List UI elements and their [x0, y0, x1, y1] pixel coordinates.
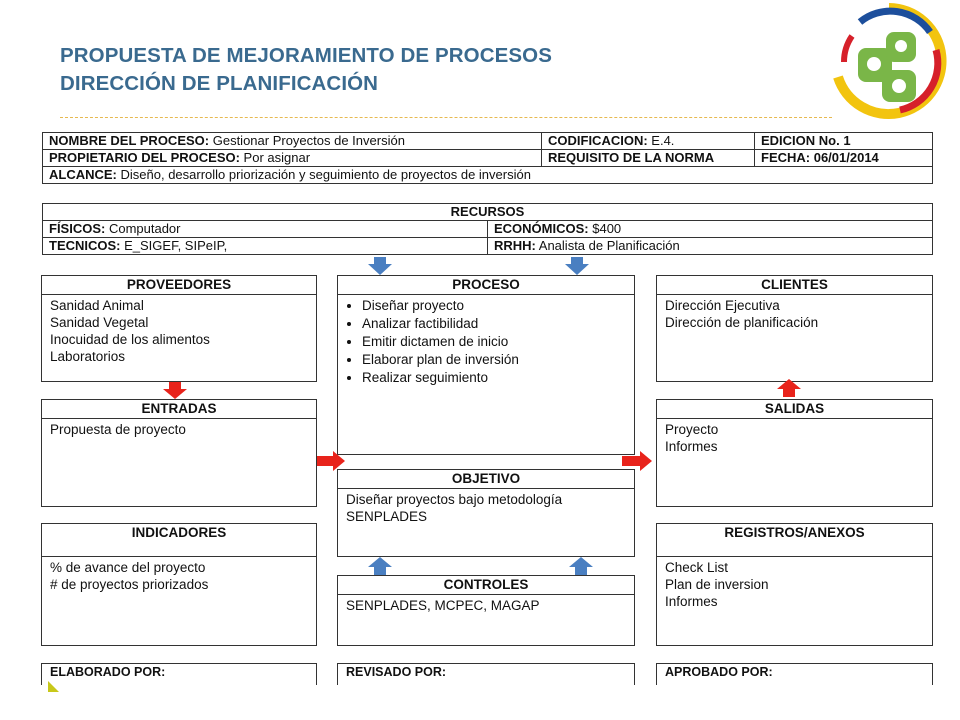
controles-header: CONTROLES	[338, 576, 634, 595]
list-item: Sanidad Animal	[50, 298, 144, 313]
blue-down-arrow-icon	[565, 257, 589, 275]
list-item: Realizar seguimiento	[362, 369, 634, 387]
page-title: PROPUESTA DE MEJORAMIENTO DE PROCESOS DI…	[60, 42, 552, 98]
registros-box: REGISTROS/ANEXOS Check List Plan de inve…	[656, 523, 933, 646]
list-item: Dirección Ejecutiva	[665, 298, 780, 313]
blue-up-arrow-icon	[368, 557, 392, 575]
revisado-por: REVISADO POR:	[337, 663, 635, 685]
recursos-table: RECURSOS FÍSICOS: Computador ECONÓMICOS:…	[42, 203, 933, 255]
list-item: Laboratorios	[50, 349, 126, 364]
indicadores-header: INDICADORES	[42, 524, 316, 557]
list-item: Check List	[665, 560, 729, 575]
recursos-header: RECURSOS	[42, 203, 933, 221]
red-down-arrow-icon	[163, 382, 187, 399]
title-line-1: PROPUESTA DE MEJORAMIENTO DE PROCESOS	[60, 44, 552, 67]
agency-logo	[833, 3, 947, 119]
list-item: Inocuidad de los alimentos	[50, 332, 210, 347]
list-item: Analizar factibilidad	[362, 315, 634, 333]
proveedores-box: PROVEEDORES Sanidad Animal Sanidad Veget…	[41, 275, 317, 382]
proveedores-header: PROVEEDORES	[42, 276, 316, 295]
proceso-box: PROCESO Diseñar proyecto Analizar factib…	[337, 275, 635, 455]
list-item: Dirección de planificación	[665, 315, 819, 330]
objetivo-header: OBJETIVO	[338, 470, 634, 489]
tecnicos-cell: TECNICOS: E_SIGEF, SIPeIP,	[42, 237, 488, 255]
fisicos-cell: FÍSICOS: Computador	[42, 220, 488, 238]
objetivo-box: OBJETIVO Diseñar proyectos bajo metodolo…	[337, 469, 635, 557]
clientes-header: CLIENTES	[657, 276, 932, 295]
proceso-header: PROCESO	[338, 276, 634, 295]
title-line-2: DIRECCIÓN DE PLANIFICACIÓN	[60, 72, 379, 95]
list-item: Emitir dictamen de inicio	[362, 333, 634, 351]
edicion-cell: EDICION No. 1	[754, 132, 933, 150]
clientes-box: CLIENTES Dirección Ejecutiva Dirección d…	[656, 275, 933, 382]
list-item: Proyecto	[665, 422, 719, 437]
entradas-header: ENTRADAS	[42, 400, 316, 419]
red-right-arrow-icon	[622, 451, 652, 471]
blue-down-arrow-icon	[368, 257, 392, 275]
requisito-cell: REQUISITO DE LA NORMA	[541, 149, 755, 167]
entradas-box: ENTRADAS Propuesta de proyecto	[41, 399, 317, 507]
controles-box: CONTROLES SENPLADES, MCPEC, MAGAP	[337, 575, 635, 646]
list-item: SENPLADES	[346, 509, 428, 524]
registros-header: REGISTROS/ANEXOS	[657, 524, 932, 557]
alcance-cell: ALCANCE: Diseño, desarrollo priorización…	[42, 166, 933, 184]
list-item: SENPLADES, MCPEC, MAGAP	[346, 598, 540, 613]
nombre-cell: NOMBRE DEL PROCESO: Gestionar Proyectos …	[42, 132, 542, 150]
list-item: Sanidad Vegetal	[50, 315, 149, 330]
rrhh-cell: RRHH: Analista de Planificación	[487, 237, 933, 255]
list-item: Propuesta de proyecto	[50, 422, 186, 437]
list-item: Plan de inversion	[665, 577, 769, 592]
red-right-arrow-icon	[317, 451, 345, 471]
salidas-header: SALIDAS	[657, 400, 932, 419]
propietario-cell: PROPIETARIO DEL PROCESO: Por asignar	[42, 149, 542, 167]
economicos-cell: ECONÓMICOS: $400	[487, 220, 933, 238]
indicadores-box: INDICADORES % de avance del proyecto # d…	[41, 523, 317, 646]
process-header-table: NOMBRE DEL PROCESO: Gestionar Proyectos …	[42, 132, 933, 184]
list-item: # de proyectos priorizados	[50, 577, 209, 592]
codificacion-cell: CODIFICACION: E.4.	[541, 132, 755, 150]
elaborado-por: ELABORADO POR:	[41, 663, 317, 685]
list-item: Elaborar plan de inversión	[362, 351, 634, 369]
list-item: Diseñar proyectos bajo metodología	[346, 492, 563, 507]
list-item: Informes	[665, 439, 718, 454]
aprobado-por: APROBADO POR:	[656, 663, 933, 685]
fecha-cell: FECHA: 06/01/2014	[754, 149, 933, 167]
list-item: Diseñar proyecto	[362, 297, 634, 315]
red-up-arrow-icon	[777, 379, 801, 397]
title-divider	[60, 117, 832, 118]
list-item: Informes	[665, 594, 718, 609]
list-item: % de avance del proyecto	[50, 560, 206, 575]
corner-triangle-icon	[48, 681, 59, 692]
salidas-box: SALIDAS Proyecto Informes	[656, 399, 933, 507]
blue-up-arrow-icon	[569, 557, 593, 575]
